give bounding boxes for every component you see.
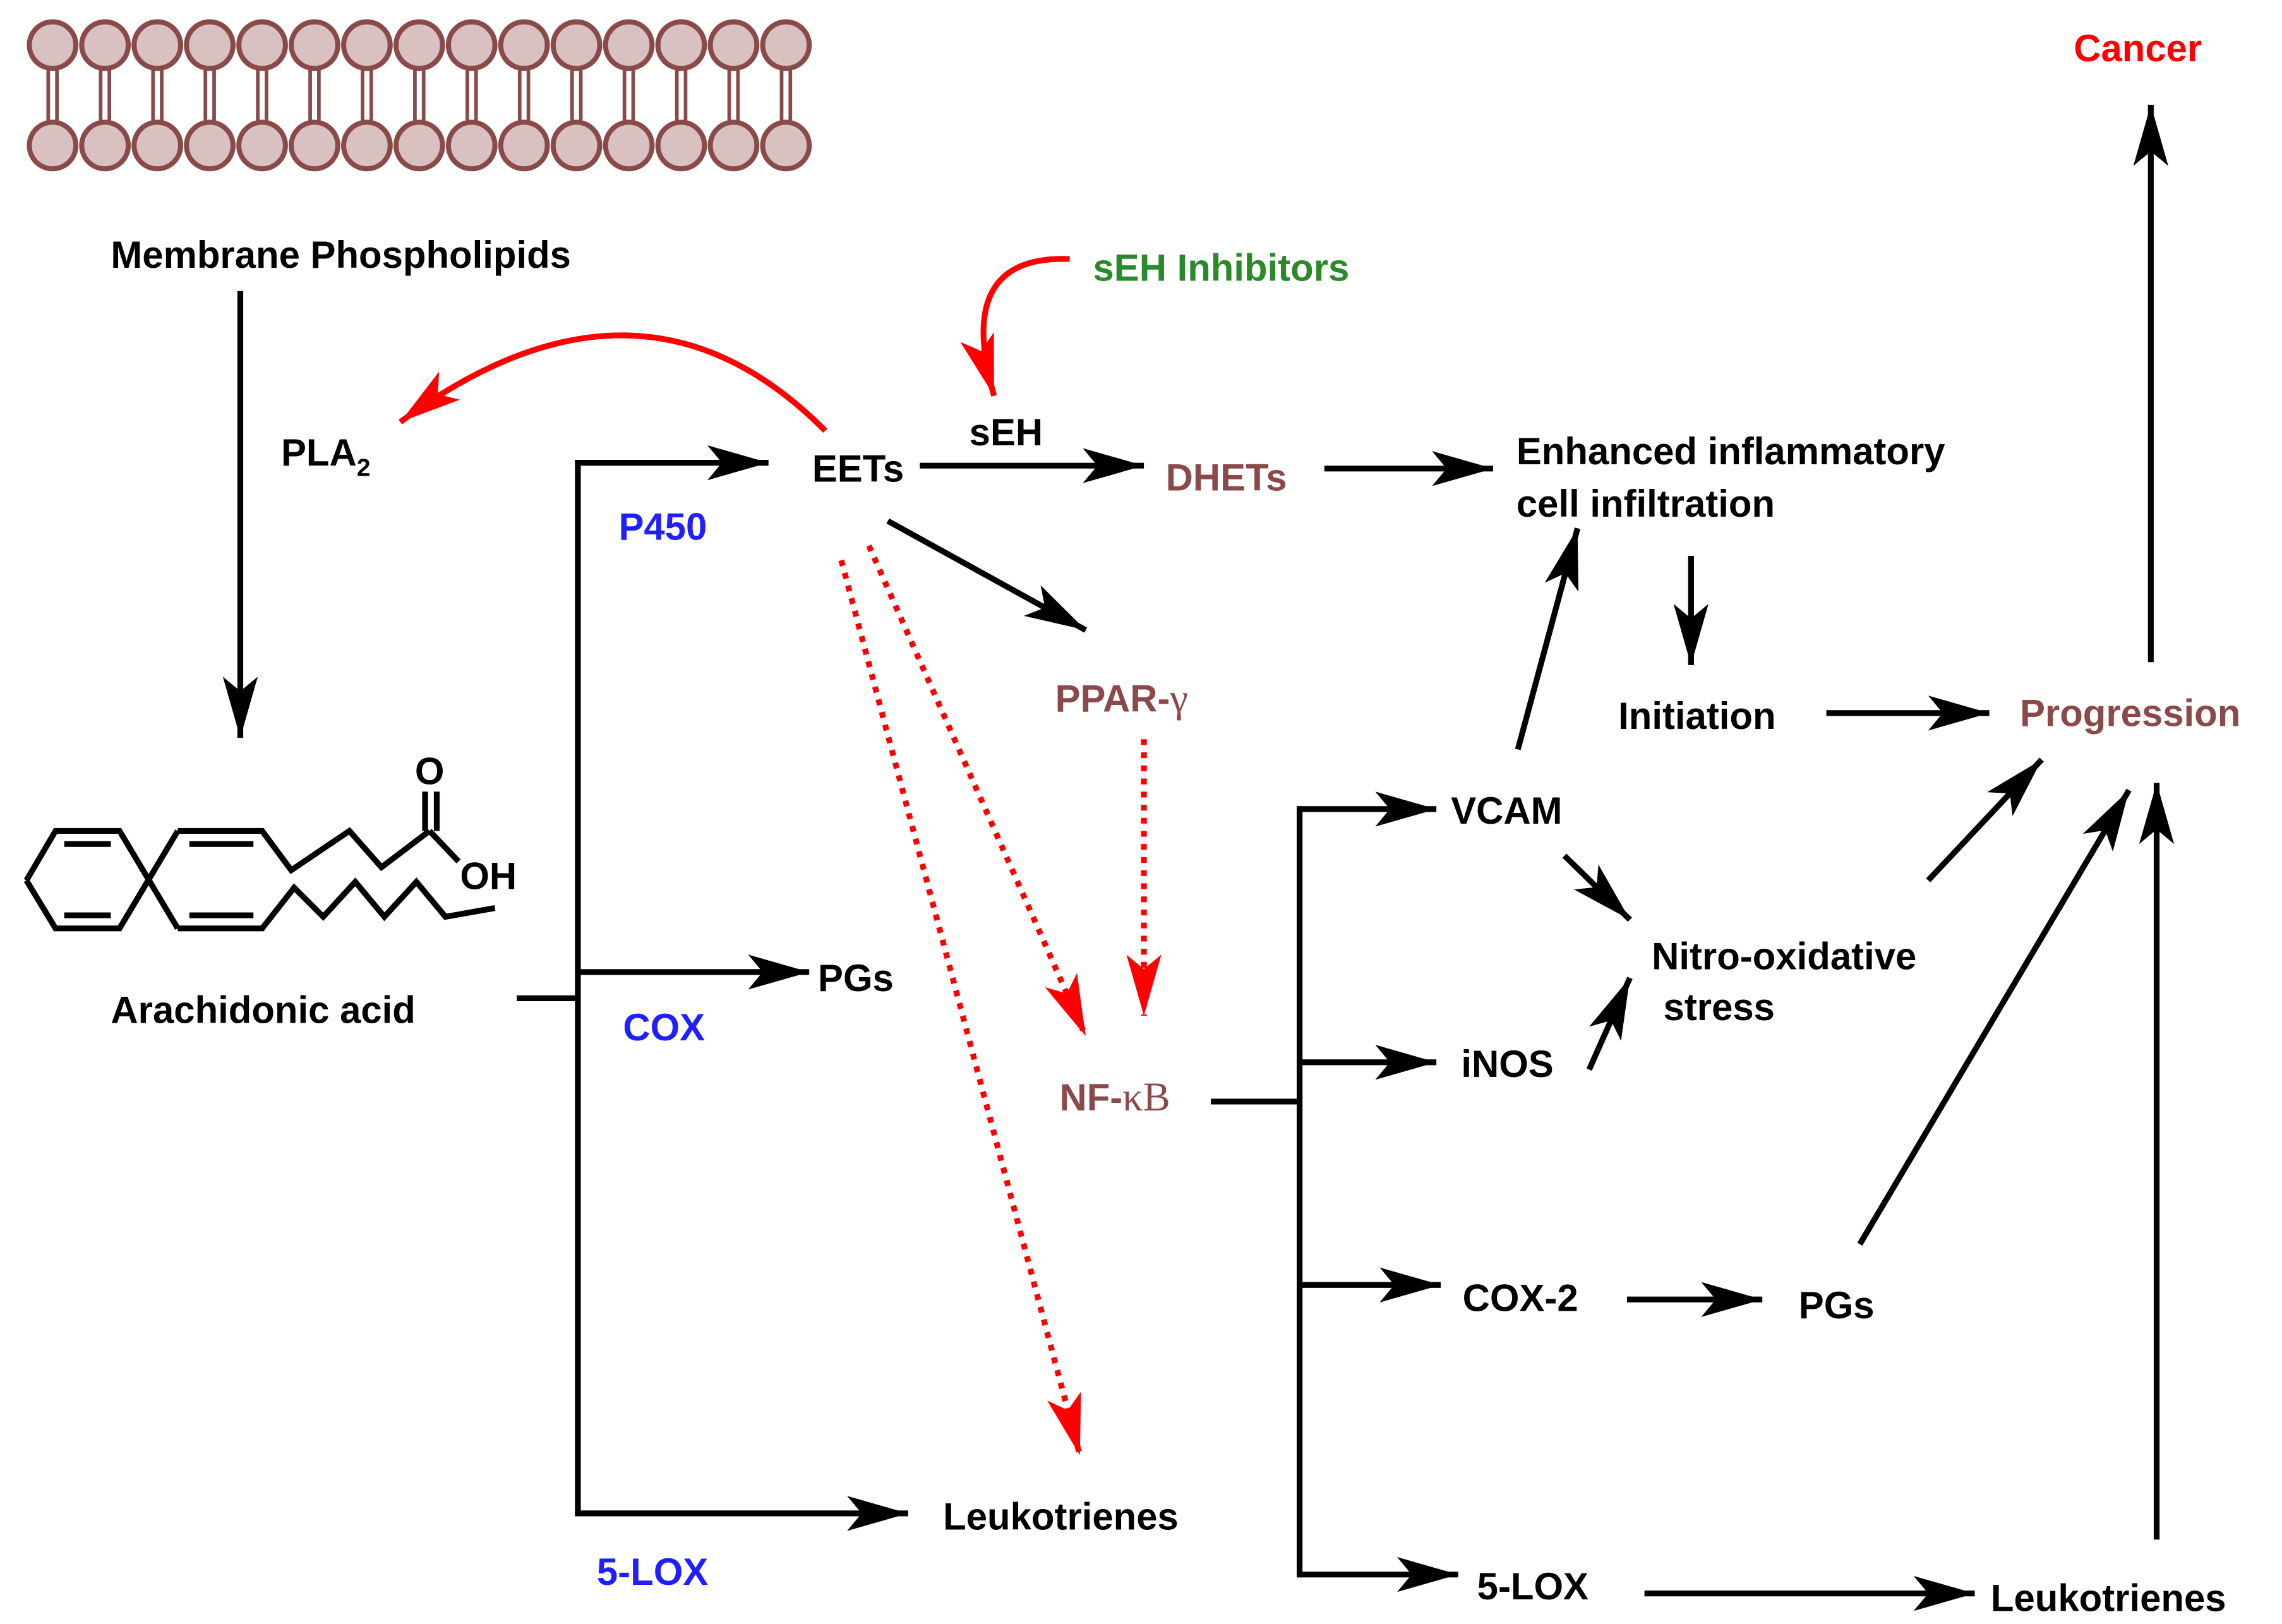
lipid-head (131, 119, 184, 172)
lipid-head (341, 19, 393, 71)
lox-left-label: 5-LOX (597, 1551, 708, 1593)
cox2-label: COX-2 (1463, 1277, 1578, 1320)
membrane-bilayer-icon (27, 19, 812, 172)
lipid-head (184, 119, 236, 172)
cox-label: COX (623, 1006, 705, 1049)
hydroxyl-label: OH (460, 855, 517, 898)
arachidonic-acid-label: Arachidonic acid (111, 989, 415, 1032)
lipid-head (603, 119, 655, 172)
lipid-head (445, 119, 498, 172)
initiation-label: Initiation (1618, 695, 1775, 737)
lipid-head (550, 119, 603, 172)
eets-label: EETs (812, 448, 904, 490)
ppar-greek: γ (1169, 676, 1188, 721)
lipid-head (707, 19, 760, 71)
black-labels: Membrane Phospholipids PLA2 Arachidonic … (111, 234, 2226, 1619)
arrow-inos-to-nitro (1586, 977, 1633, 1071)
lipid-head (498, 119, 550, 172)
lipid-head (236, 19, 288, 71)
lipid-head (603, 19, 655, 71)
nitro-label-line2: stress (1664, 986, 1775, 1028)
lipid-head (289, 119, 340, 172)
arrow-pgs-to-progression (1857, 788, 2132, 1246)
seh-inhibitors-label: sEH Inhibitors (1093, 247, 1349, 289)
lipid-head (760, 19, 812, 71)
lipid-head (393, 119, 445, 172)
lipid-head (498, 19, 550, 71)
lipid-head (236, 119, 288, 172)
lipid-head (131, 19, 184, 71)
red-dotted-eets-to-nfkb (866, 544, 1089, 1038)
bottom-chain (177, 877, 496, 932)
brown-labels: DHETs PPAR-γ NF-κB Progression (1055, 456, 2241, 1119)
hydroxyl-bond (427, 829, 461, 864)
left-ring-bottom-bond (23, 829, 181, 932)
nitro-label-line1: Nitro-oxidative (1652, 935, 1916, 977)
pla2-label: PLA2 (281, 431, 371, 481)
inflammation-label-line2: cell infiltration (1516, 483, 1775, 525)
carbonyl-oxygen-label: O (415, 750, 445, 793)
vcam-label: VCAM (1451, 790, 1562, 832)
top-chain (177, 827, 431, 874)
lipid-head (184, 19, 236, 71)
red-curve-inhibitors-to-seh (960, 256, 1070, 397)
arrow-vcam-to-nitro (1562, 853, 1632, 922)
red-dotted-eets-to-leukotrienes (838, 559, 1083, 1456)
lipid-head (289, 19, 340, 71)
lipid-head (655, 19, 707, 71)
pla2-main: PLA (281, 431, 357, 474)
inos-label: iNOS (1461, 1043, 1553, 1085)
membrane-label: Membrane Phospholipids (111, 234, 571, 276)
pgs-left-label: PGs (818, 957, 894, 999)
leukotrienes-left-label: Leukotrienes (943, 1495, 1179, 1537)
nfkb-greek: κB (1122, 1074, 1170, 1119)
pla2-subscript: 2 (357, 454, 371, 481)
lipid-head (79, 119, 131, 172)
lipid-head (760, 119, 812, 172)
leukotrienes-right-label: Leukotrienes (1991, 1577, 2226, 1619)
lipid-head (79, 19, 131, 71)
arrow-vcam-to-inflammation (1515, 527, 1581, 750)
lox-right-label: 5-LOX (1477, 1565, 1588, 1608)
ppar-main: PPAR- (1055, 678, 1170, 720)
lipid-head (445, 19, 498, 71)
lipid-head (27, 119, 79, 172)
red-curve-eets-to-pla2 (399, 332, 827, 433)
lipid-head (341, 119, 393, 172)
dhets-label: DHETs (1166, 456, 1287, 498)
progression-label: Progression (2020, 692, 2240, 735)
enzyme-labels: P450 COX 5-LOX (597, 506, 708, 1593)
ppar-gamma-label: PPAR-γ (1055, 676, 1188, 721)
nfkb-main: NF- (1059, 1076, 1122, 1119)
lipid-head (27, 19, 79, 71)
p450-label: P450 (618, 506, 707, 548)
lipid-head (550, 19, 603, 71)
seh-label: sEH (970, 411, 1043, 454)
black-arrows (222, 104, 2175, 1611)
arachidonic-acid-structure-icon: O OH (23, 750, 517, 932)
lipid-head (655, 119, 707, 172)
red-arrows (399, 256, 1162, 1456)
pgs-right-label: PGs (1799, 1284, 1875, 1326)
lipid-head (707, 119, 760, 172)
arrow-nitro-to-progression (1926, 757, 2044, 882)
nfkb-label: NF-κB (1059, 1074, 1170, 1119)
arrow-eets-to-ppar (886, 518, 1088, 633)
inflammation-label-line1: Enhanced inflammatory (1516, 430, 1945, 472)
cancer-label: Cancer (2074, 27, 2202, 69)
lipid-head (393, 19, 445, 71)
